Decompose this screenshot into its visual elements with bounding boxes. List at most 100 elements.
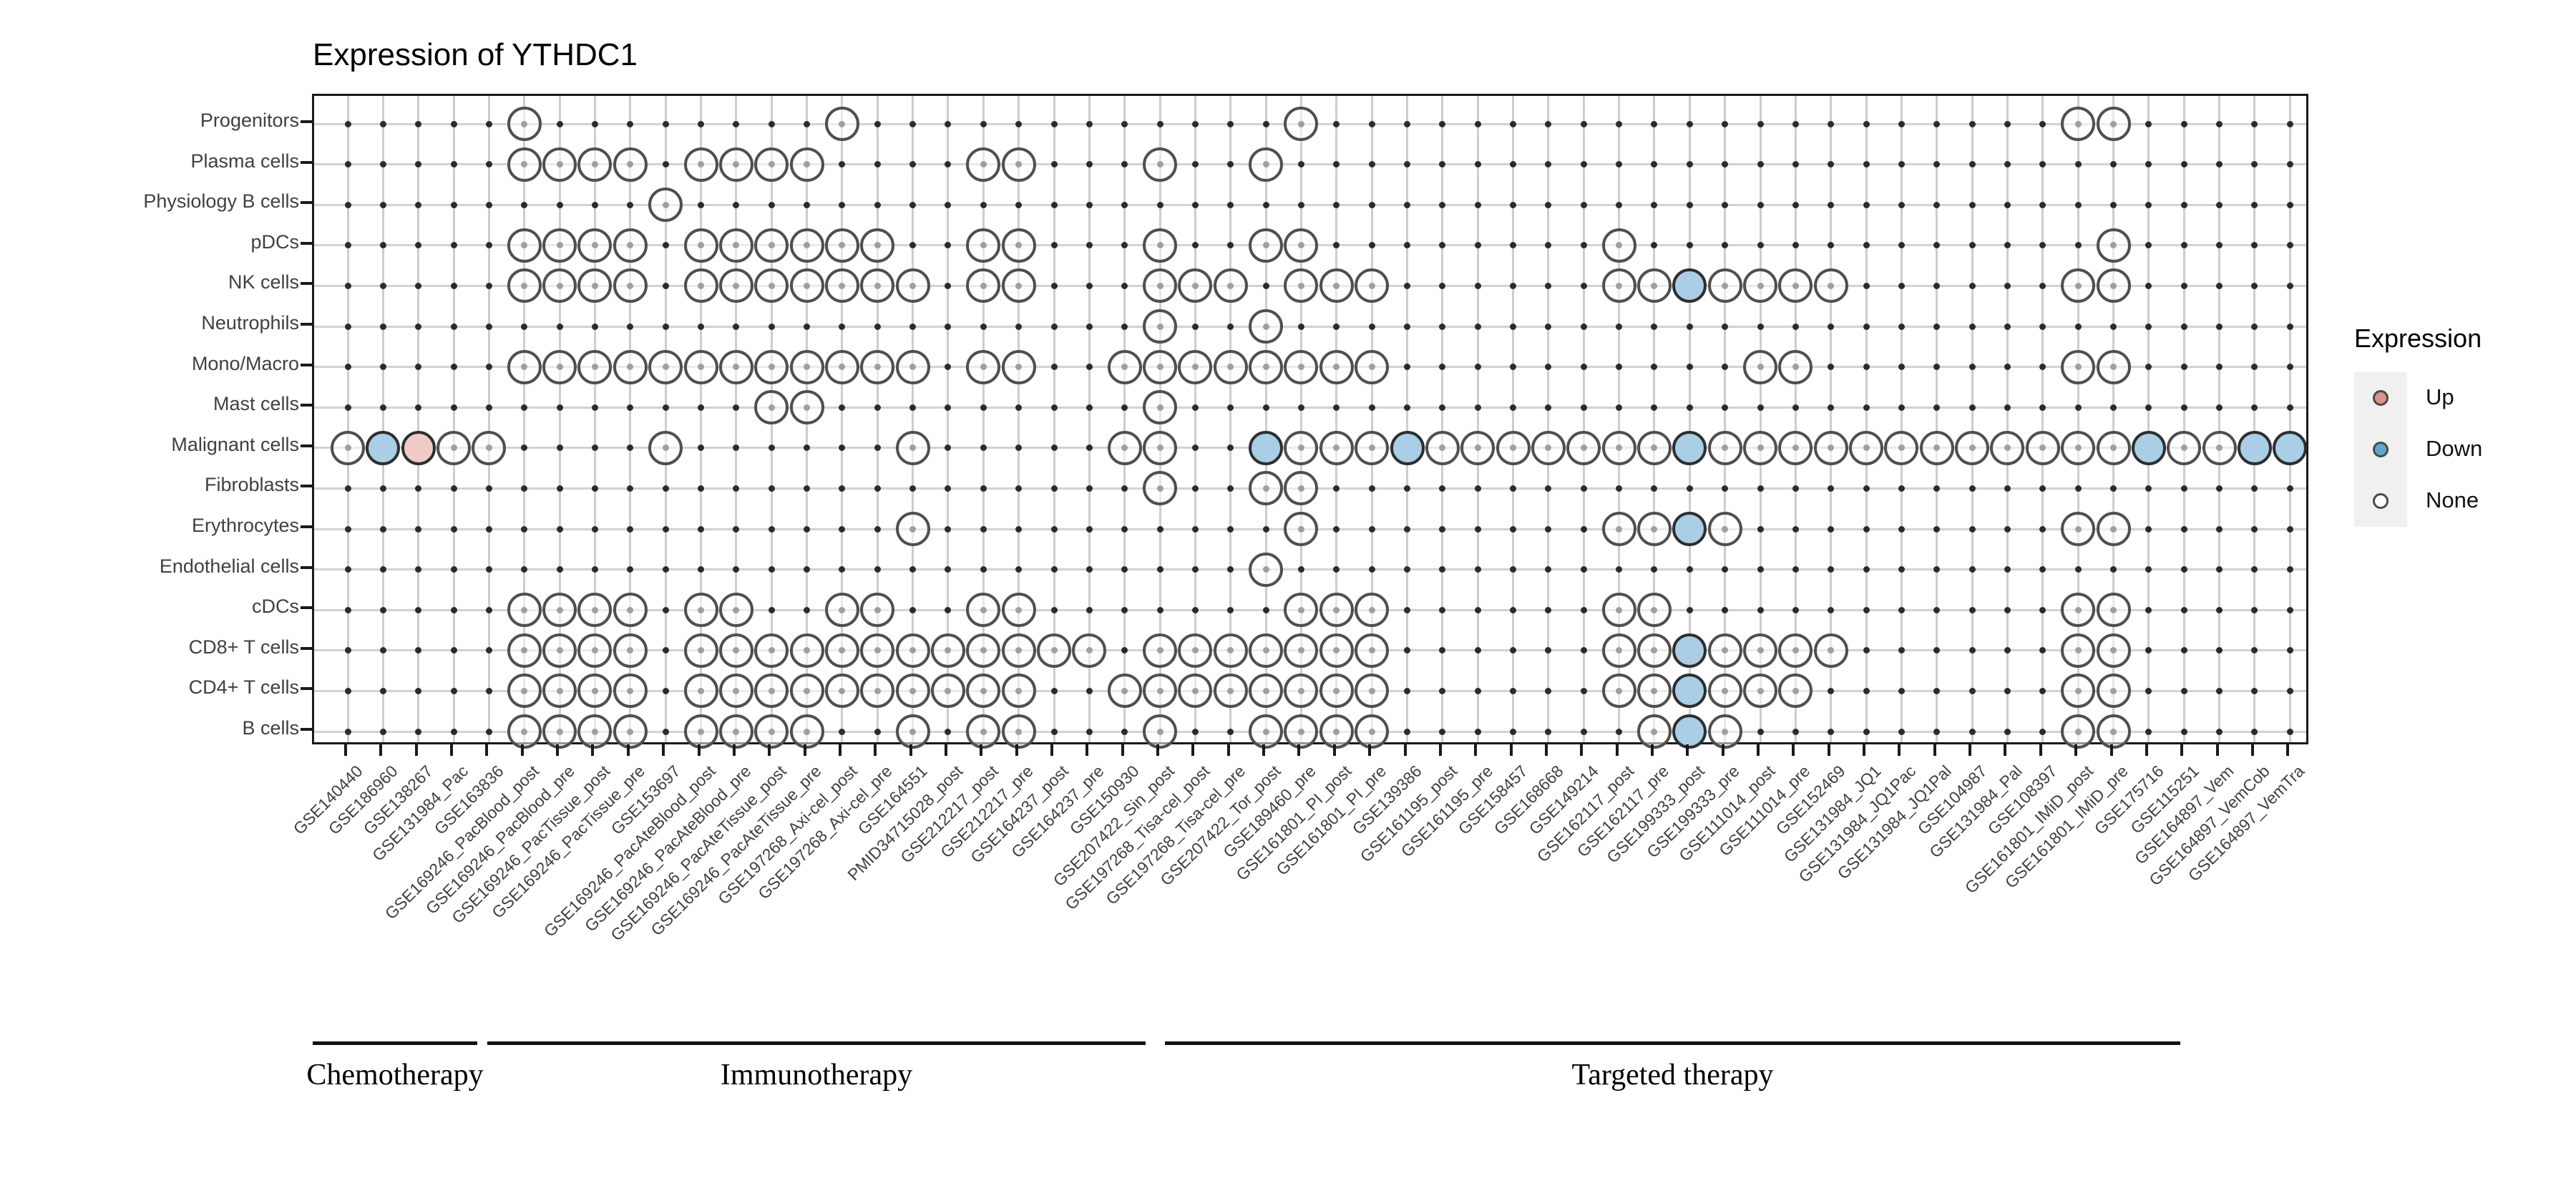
- grid-point: [2216, 364, 2223, 371]
- grid-point: [1333, 404, 1340, 411]
- x-axis-tick: [344, 744, 347, 756]
- expression-circle-none: [1213, 268, 1248, 303]
- expression-circle-none: [1178, 349, 1213, 384]
- grid-point: [1368, 242, 1375, 249]
- grid-point: [733, 323, 740, 330]
- grid-point: [1191, 161, 1199, 168]
- grid-point: [415, 282, 422, 289]
- grid-point: [768, 444, 775, 452]
- grid-point: [1828, 566, 1835, 573]
- grid-point: [1333, 525, 1340, 533]
- gridline-vertical: [841, 96, 844, 742]
- grid-point: [1545, 201, 1552, 208]
- expression-circle-none: [1284, 593, 1319, 628]
- x-axis-tick: [803, 744, 806, 756]
- gridline-vertical: [2253, 96, 2256, 742]
- expression-circle-down: [1672, 714, 1707, 749]
- grid-point: [1686, 201, 1693, 208]
- therapy-group-underline: [487, 1041, 1146, 1045]
- grid-point: [1828, 161, 1835, 168]
- grid-point: [2145, 647, 2152, 654]
- gridline-vertical: [1123, 96, 1126, 742]
- expression-circle-none: [542, 674, 577, 709]
- grid-point: [1050, 201, 1058, 208]
- expression-circle-none: [718, 268, 753, 303]
- gridline-vertical: [417, 96, 420, 742]
- grid-point: [1863, 282, 1870, 289]
- grid-point: [1828, 242, 1835, 249]
- grid-point: [1722, 404, 1729, 411]
- grid-point: [1510, 687, 1517, 694]
- expression-circle-none: [613, 349, 648, 384]
- grid-point: [1439, 728, 1446, 735]
- expression-circle-down: [1249, 430, 1284, 465]
- grid-point: [1121, 566, 1128, 573]
- x-axis-tick: [2286, 744, 2290, 756]
- grid-point: [1015, 201, 1023, 208]
- grid-point: [521, 201, 528, 208]
- grid-point: [1828, 120, 1835, 127]
- grid-point: [1545, 647, 1552, 654]
- grid-point: [1191, 566, 1199, 573]
- gridline-vertical: [1547, 96, 1550, 742]
- expression-circle-none: [1249, 471, 1284, 506]
- grid-point: [450, 404, 457, 411]
- grid-point: [662, 161, 669, 168]
- expression-circle-none: [1884, 430, 1919, 465]
- grid-point: [1933, 606, 1941, 613]
- grid-point: [662, 728, 669, 735]
- legend-down-dot-icon: [2373, 442, 2389, 457]
- grid-point: [379, 404, 386, 411]
- y-axis-tick: [301, 728, 312, 731]
- expression-circle-none: [1284, 512, 1319, 546]
- grid-point: [1439, 323, 1446, 330]
- expression-circle-none: [1636, 593, 1672, 628]
- expression-circle-none: [718, 228, 753, 263]
- grid-point: [556, 566, 563, 573]
- grid-point: [1898, 485, 1905, 492]
- grid-point: [485, 485, 492, 492]
- expression-circle-none: [1636, 268, 1672, 303]
- grid-point: [1156, 201, 1163, 208]
- grid-point: [2251, 728, 2258, 735]
- grid-point: [379, 282, 386, 289]
- grid-point: [2004, 647, 2011, 654]
- grid-point: [1050, 242, 1058, 249]
- gridline-vertical: [452, 96, 455, 742]
- grid-point: [1580, 282, 1587, 289]
- grid-point: [1580, 242, 1587, 249]
- grid-point: [1580, 323, 1587, 330]
- grid-point: [768, 120, 775, 127]
- grid-point: [2180, 606, 2187, 613]
- expression-circle-none: [2061, 714, 2096, 749]
- grid-point: [1404, 242, 1410, 249]
- expression-circle-none: [507, 674, 542, 709]
- therapy-group-underline: [1165, 1041, 2180, 1045]
- grid-point: [1580, 201, 1587, 208]
- expression-circle-none: [1743, 268, 1777, 303]
- grid-point: [1333, 161, 1340, 168]
- expression-circle-none: [613, 268, 648, 303]
- grid-point: [556, 404, 563, 411]
- expression-circle-none: [1284, 107, 1319, 141]
- grid-point: [1191, 485, 1199, 492]
- expression-circle-none: [2061, 593, 2096, 628]
- x-axis-tick: [2180, 744, 2184, 756]
- grid-point: [2286, 485, 2293, 492]
- grid-point: [1898, 687, 1905, 694]
- grid-point: [2216, 120, 2223, 127]
- grid-point: [1191, 201, 1199, 208]
- grid-point: [1545, 687, 1552, 694]
- grid-point: [1474, 485, 1481, 492]
- gridline-vertical: [1724, 96, 1727, 742]
- grid-point: [556, 201, 563, 208]
- grid-point: [1863, 606, 1870, 613]
- grid-point: [1722, 161, 1729, 168]
- grid-point: [1333, 566, 1340, 573]
- grid-point: [2251, 364, 2258, 371]
- grid-point: [804, 201, 811, 208]
- plot-panel: [312, 94, 2308, 749]
- expression-circle-none: [1601, 593, 1636, 628]
- grid-point: [2145, 404, 2152, 411]
- grid-point: [1828, 728, 1835, 735]
